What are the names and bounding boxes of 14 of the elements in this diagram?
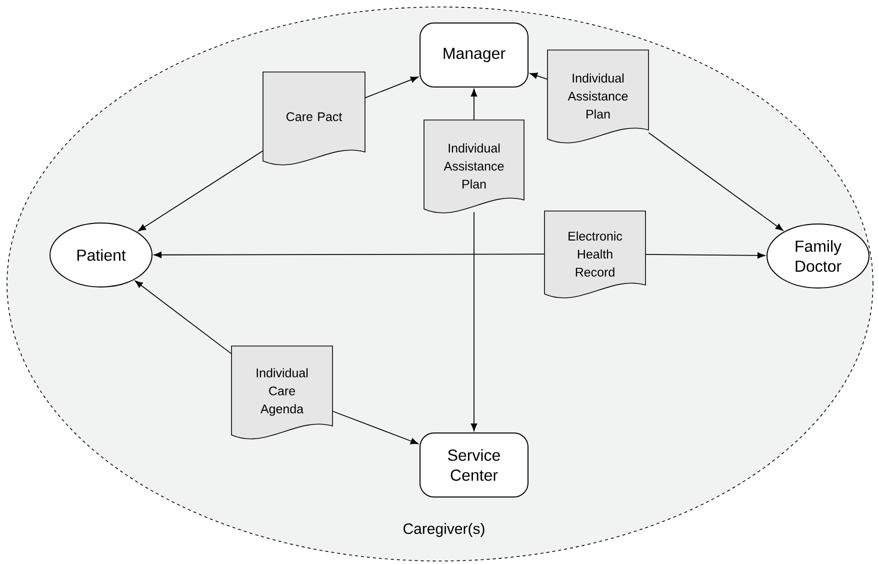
arrow: [332, 410, 418, 444]
arrow: [138, 150, 264, 232]
arrow: [364, 76, 418, 98]
ellipse-node: Patient: [50, 222, 152, 288]
rounded-box: Manager: [420, 22, 528, 88]
arrow: [645, 252, 766, 259]
arrow: [648, 132, 784, 231]
arrow: [470, 88, 478, 120]
rounded-box: Service Center: [420, 432, 528, 498]
arrow: [530, 72, 548, 80]
ellipse-node: Family Doctor: [766, 224, 870, 288]
arrow: [154, 252, 545, 258]
arrow: [470, 212, 478, 432]
arrow: [134, 280, 232, 354]
